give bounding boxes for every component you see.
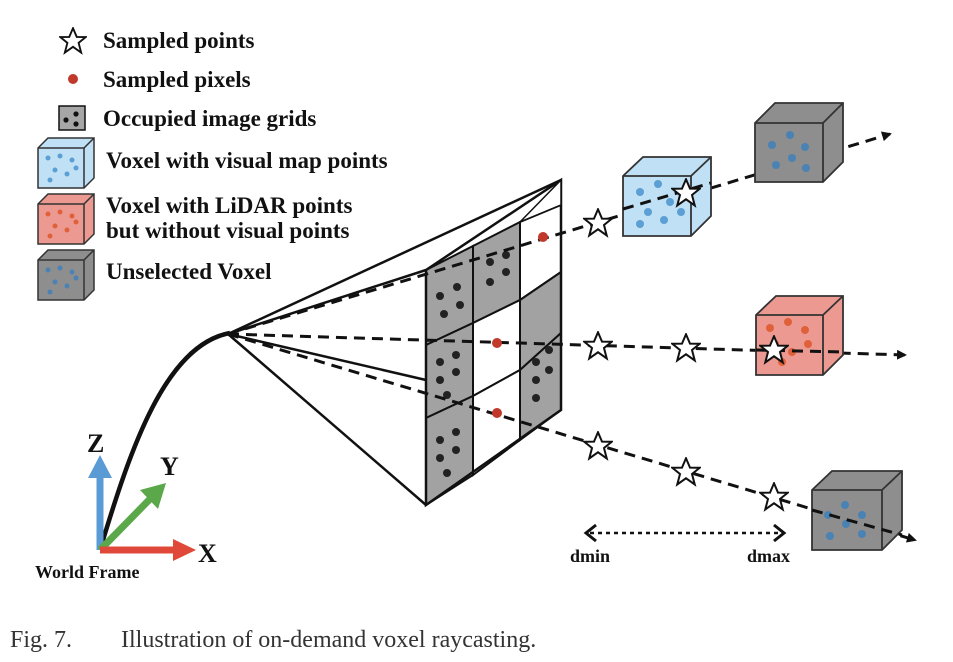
voxel-lidar-icon <box>37 193 95 245</box>
world-frame-label: World Frame <box>35 562 139 582</box>
dmin-label: dmin <box>570 546 610 566</box>
star-icon <box>583 431 613 460</box>
sampled-pixels <box>492 232 548 418</box>
star-icon <box>759 482 789 511</box>
legend: Sampled points Sampled pixels Occupied i… <box>37 27 388 301</box>
sampled-pixel-icon <box>68 74 78 84</box>
voxel-unselected-icon <box>37 249 95 301</box>
image-plane <box>424 177 563 508</box>
range-indicator <box>583 523 787 543</box>
legend-occupied-grids: Occupied image grids <box>103 106 316 131</box>
legend-voxel-visual: Voxel with visual map points <box>106 148 388 173</box>
voxel-unselected-bottom <box>811 470 903 551</box>
axis-y-label: Y <box>160 452 179 481</box>
voxel-lidar-middle <box>755 295 844 376</box>
legend-sampled-points: Sampled points <box>103 28 255 53</box>
legend-sampled-pixels: Sampled pixels <box>103 67 251 92</box>
axis-x-label: X <box>198 539 217 568</box>
voxel-unselected-top <box>754 102 844 183</box>
dmax-label: dmax <box>747 546 790 566</box>
world-frame-axes <box>88 455 196 561</box>
star-icon <box>671 333 701 362</box>
voxel-visual-icon <box>37 137 95 189</box>
star-icon <box>59 27 87 54</box>
occupied-grid-icon <box>58 105 86 131</box>
star-icon <box>671 457 701 486</box>
camera-frustum <box>227 178 562 506</box>
star-icon <box>583 331 613 360</box>
ray-overlay <box>622 181 903 537</box>
camera-trajectory <box>97 330 231 551</box>
axis-z-label: Z <box>87 429 104 458</box>
legend-voxel-lidar-line1: Voxel with LiDAR points <box>106 193 352 218</box>
caption-label: Fig. 7. <box>10 627 72 653</box>
legend-voxel-lidar-line2: but without visual points <box>106 218 350 243</box>
star-icon <box>583 208 613 237</box>
caption-text: Illustration of on-demand voxel raycasti… <box>121 627 536 653</box>
legend-voxel-unselected: Unselected Voxel <box>106 259 271 284</box>
